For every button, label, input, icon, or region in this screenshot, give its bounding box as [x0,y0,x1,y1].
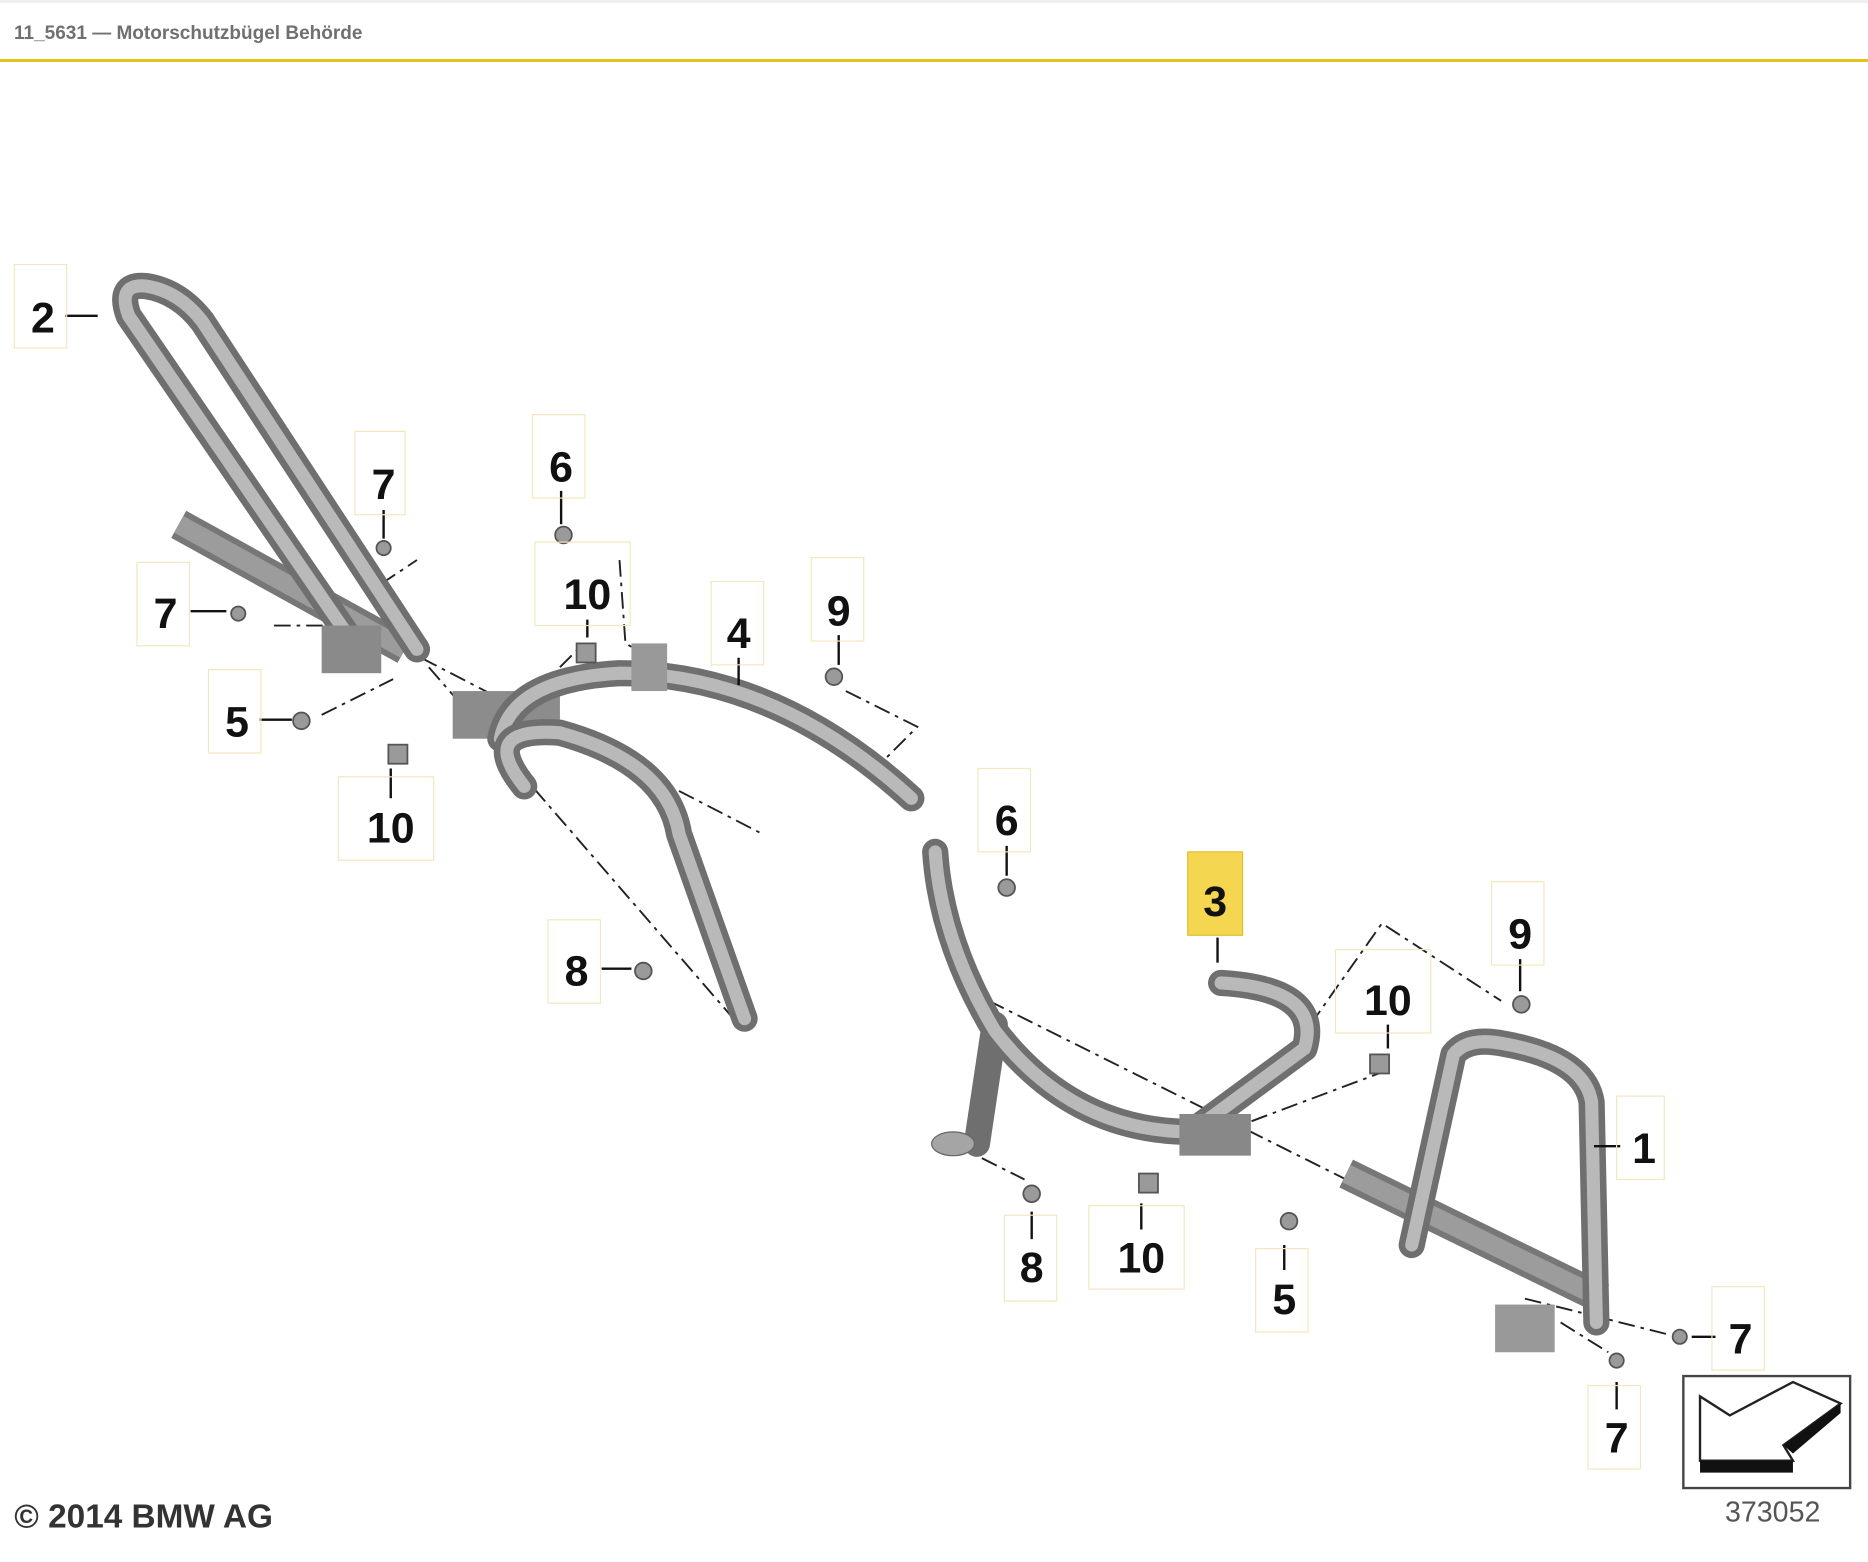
svg-text:10: 10 [367,804,415,852]
svg-text:7: 7 [154,590,178,638]
callout-4[interactable]: 4 [710,580,765,666]
svg-text:7: 7 [372,461,396,509]
header: 11_5631 — Motorschutzbügel Behörde [0,0,1868,62]
callout-5[interactable]: 5 [207,669,262,754]
part-3-bracket [922,838,1321,1157]
callout-10[interactable]: 10 [337,776,435,861]
callout-7[interactable]: 7 [1711,1286,1765,1371]
svg-text:10: 10 [563,571,611,619]
callout-10[interactable]: 10 [534,541,631,627]
svg-text:9: 9 [827,588,851,636]
svg-text:9: 9 [1508,910,1532,958]
svg-text:3: 3 [1203,878,1227,926]
callout-6[interactable]: 6 [531,414,586,499]
callout-1[interactable]: 1 [1616,1095,1665,1181]
callout-6[interactable]: 6 [977,767,1032,853]
callout-7[interactable]: 7 [1587,1385,1642,1470]
svg-text:10: 10 [1364,977,1412,1025]
callout-10[interactable]: 10 [1334,948,1432,1034]
svg-text:2: 2 [31,294,55,342]
callout-7[interactable]: 7 [136,561,191,647]
arrow-direction-icon [1682,1374,1852,1490]
svg-text:4: 4 [727,610,751,658]
copyright: © 2014 BMW AG [14,1498,273,1535]
page-title: 11_5631 — Motorschutzbügel Behörde [14,23,363,44]
callout-9[interactable]: 9 [810,557,865,642]
callout-8[interactable]: 8 [547,919,602,1004]
part-4-bracket [452,643,925,1032]
callout-3-highlighted[interactable]: 3 [1187,851,1244,936]
svg-text:8: 8 [565,947,589,995]
callout-labels: 2 7 7 6 10 4 9 5 10 6 3 9 10 8 1 8 10 5 … [13,263,1765,1470]
callout-5[interactable]: 5 [1255,1248,1309,1333]
callout-8[interactable]: 8 [1003,1214,1058,1302]
part-1-guard-right [1339,1028,1610,1353]
callout-9[interactable]: 9 [1490,881,1545,966]
svg-text:6: 6 [995,797,1019,845]
diagram-number: 373052 [1725,1496,1820,1528]
svg-text:5: 5 [1272,1276,1296,1324]
callout-2[interactable]: 2 [13,263,68,349]
bolts [230,525,1688,1369]
svg-text:8: 8 [1020,1244,1044,1292]
svg-text:5: 5 [225,698,249,746]
leader-lines [65,314,1716,1410]
svg-text:1: 1 [1632,1125,1656,1173]
callout-10[interactable]: 10 [1088,1205,1185,1290]
part-2-guard-left [112,272,431,674]
svg-text:10: 10 [1117,1234,1165,1282]
svg-text:6: 6 [549,443,573,491]
callout-7[interactable]: 7 [354,430,406,516]
svg-text:7: 7 [1605,1414,1629,1462]
svg-text:7: 7 [1729,1315,1753,1363]
